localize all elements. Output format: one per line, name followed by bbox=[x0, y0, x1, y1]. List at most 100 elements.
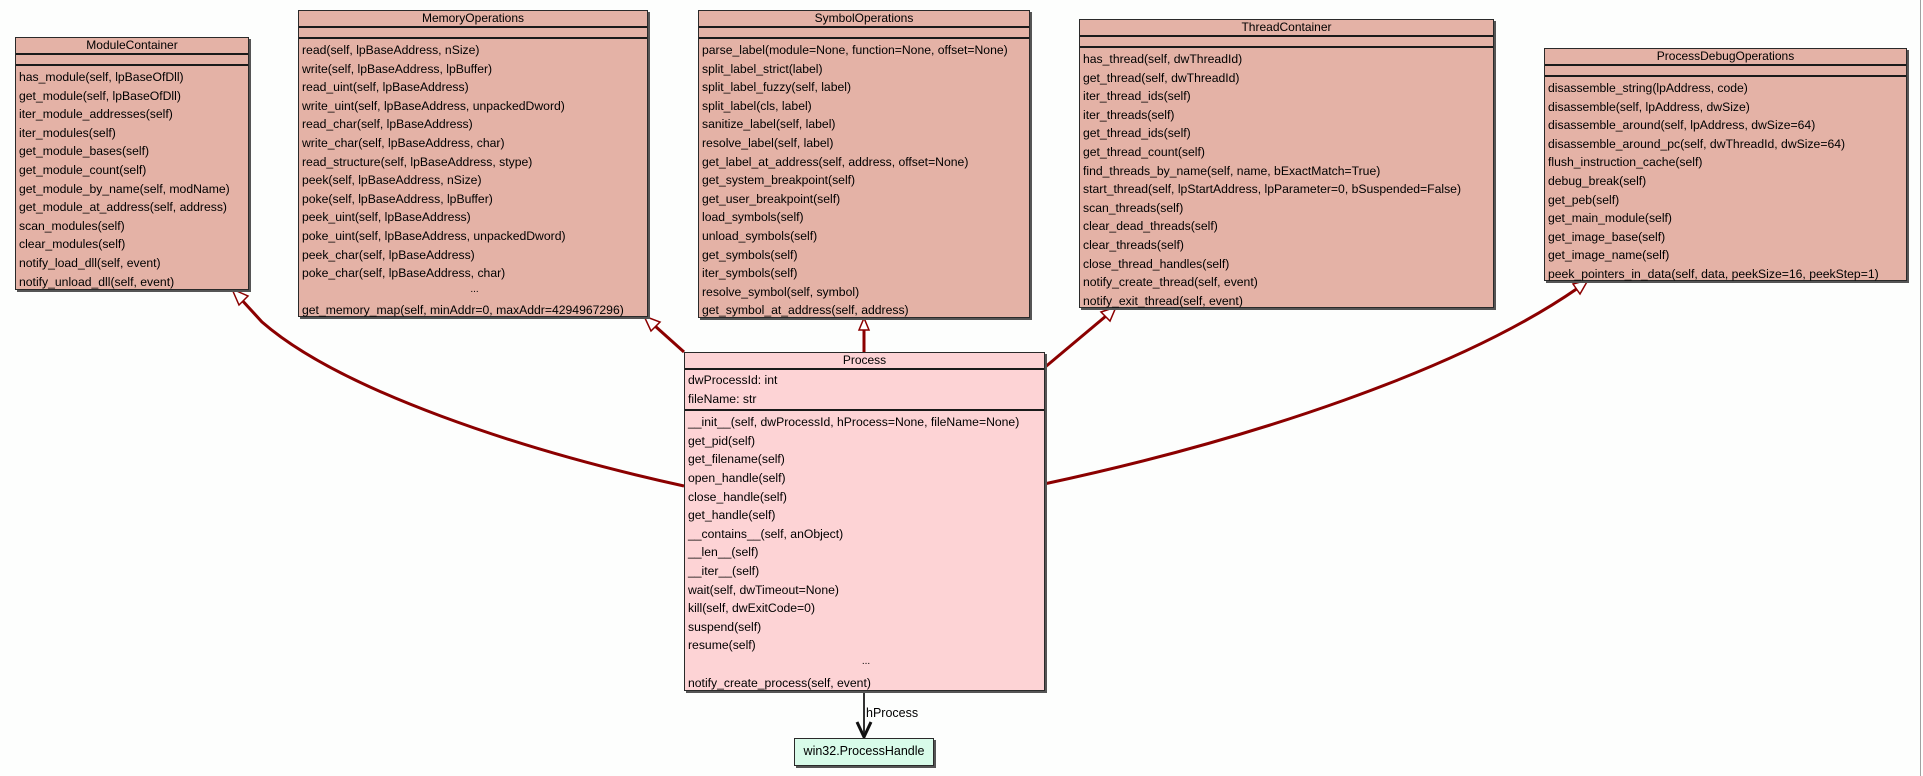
class-method: get_system_breakpoint(self) bbox=[702, 173, 856, 188]
class-method: get_image_name(self) bbox=[1548, 248, 1670, 263]
class-method: notify_unload_dll(self, event) bbox=[19, 274, 175, 289]
class-attributes bbox=[1545, 66, 1906, 77]
class-method: __init__(self, dwProcessId, hProcess=Non… bbox=[688, 415, 1020, 430]
class-method: read_structure(self, lpBaseAddress, styp… bbox=[302, 154, 533, 169]
class-method: get_peb(self) bbox=[1548, 192, 1620, 207]
association-arrowhead-process-handle bbox=[855, 721, 873, 741]
class-method: get_user_breakpoint(self) bbox=[702, 191, 841, 206]
class-method: unload_symbols(self) bbox=[702, 228, 818, 243]
class-method: read(self, lpBaseAddress, nSize) bbox=[302, 43, 480, 57]
class-method: get_thread_ids(self) bbox=[1083, 126, 1191, 141]
more-members-ellipsis: ... bbox=[470, 283, 479, 295]
class-method: read_uint(self, lpBaseAddress) bbox=[302, 80, 469, 95]
class-methods: parse_label(module=None, function=None, … bbox=[699, 39, 1029, 320]
class-method: iter_symbols(self) bbox=[702, 266, 798, 281]
class-method: close_thread_handles(self) bbox=[1083, 256, 1230, 271]
class-method: has_thread(self, dwThreadId) bbox=[1083, 52, 1243, 66]
class-method: flush_instruction_cache(self) bbox=[1548, 155, 1703, 170]
class-method: close_handle(self) bbox=[688, 489, 787, 504]
class-method: peek_pointers_in_data(self, data, peekSi… bbox=[1548, 266, 1879, 281]
class-method: split_label_fuzzy(self, label) bbox=[702, 80, 852, 95]
class-method: get_module_count(self) bbox=[19, 162, 147, 177]
class-method: get_pid(self) bbox=[688, 433, 756, 448]
inheritance-arrowhead-module-container bbox=[230, 287, 250, 307]
class-module-container[interactable]: ModuleContainer has_module(self, lpBaseO… bbox=[15, 37, 249, 290]
class-method: read_char(self, lpBaseAddress) bbox=[302, 117, 473, 132]
class-attributes bbox=[299, 28, 647, 39]
class-method: write_char(self, lpBaseAddress, char) bbox=[302, 135, 505, 150]
class-methods: has_module(self, lpBaseOfDll)get_module(… bbox=[16, 66, 248, 291]
inheritance-line-thread-container bbox=[1043, 314, 1107, 370]
class-method: notify_create_thread(self, event) bbox=[1083, 275, 1258, 290]
class-methods: __init__(self, dwProcessId, hProcess=Non… bbox=[685, 411, 1044, 692]
class-process-handle[interactable]: win32.ProcessHandle bbox=[794, 738, 934, 766]
inheritance-line-memory-operations bbox=[653, 324, 686, 354]
association-label-hprocess: hProcess bbox=[866, 706, 919, 720]
class-method: get_module_bases(self) bbox=[19, 144, 150, 159]
class-method: debug_break(self) bbox=[1548, 173, 1647, 188]
class-method: get_main_module(self) bbox=[1548, 211, 1672, 226]
class-attributes bbox=[16, 55, 248, 66]
class-method: iter_thread_ids(self) bbox=[1083, 89, 1191, 104]
class-method: get_thread(self, dwThreadId) bbox=[1083, 70, 1240, 85]
class-attributes bbox=[1080, 37, 1493, 48]
class-method: peek(self, lpBaseAddress, nSize) bbox=[302, 173, 482, 188]
class-method: notify_create_process(self, event) bbox=[688, 675, 871, 690]
more-members-ellipsis: ... bbox=[861, 655, 871, 667]
class-method: get_symbols(self) bbox=[702, 247, 798, 262]
class-method: get_filename(self) bbox=[688, 452, 785, 467]
class-method: peek_uint(self, lpBaseAddress) bbox=[302, 210, 471, 225]
inheritance-line-process-debug-operations bbox=[1043, 286, 1579, 486]
class-method: write_uint(self, lpBaseAddress, unpacked… bbox=[302, 98, 565, 113]
class-method: get_memory_map(self, minAddr=0, maxAddr=… bbox=[302, 303, 624, 318]
class-method: open_handle(self) bbox=[688, 470, 786, 485]
class-method: find_threads_by_name(self, name, bExactM… bbox=[1083, 163, 1381, 178]
class-method: clear_dead_threads(self) bbox=[1083, 219, 1218, 234]
class-method: split_label_strict(label) bbox=[702, 61, 823, 76]
class-method: resolve_label(self, label) bbox=[702, 135, 834, 150]
class-process-debug-operations[interactable]: ProcessDebugOperations disassemble_strin… bbox=[1544, 48, 1907, 281]
class-method: __len__(self) bbox=[688, 545, 759, 560]
class-method: get_image_base(self) bbox=[1548, 229, 1666, 244]
class-memory-operations[interactable]: MemoryOperations read(self, lpBaseAddres… bbox=[298, 10, 648, 317]
class-method: kill(self, dwExitCode=0) bbox=[688, 601, 815, 616]
class-method: disassemble_around_pc(self, dwThreadId, … bbox=[1548, 136, 1846, 151]
class-method: start_thread(self, lpStartAddress, lpPar… bbox=[1083, 182, 1462, 197]
class-method: wait(self, dwTimeout=None) bbox=[688, 582, 839, 597]
scrollbar-edge bbox=[1920, 0, 1921, 776]
class-symbol-operations[interactable]: SymbolOperations parse_label(module=None… bbox=[698, 10, 1030, 318]
class-method: iter_threads(self) bbox=[1083, 107, 1175, 122]
class-method: sanitize_label(self, label) bbox=[702, 117, 836, 132]
class-method: clear_threads(self) bbox=[1083, 237, 1184, 252]
class-method: load_symbols(self) bbox=[702, 210, 804, 225]
class-method: iter_module_addresses(self) bbox=[19, 107, 173, 122]
class-title: Process bbox=[685, 353, 1044, 370]
class-title: ProcessDebugOperations bbox=[1545, 49, 1906, 66]
class-method: peek_char(self, lpBaseAddress) bbox=[302, 247, 475, 262]
class-method: get_module_by_name(self, modName) bbox=[19, 181, 230, 196]
class-method: notify_exit_thread(self, event) bbox=[1083, 293, 1243, 308]
class-method: disassemble(self, lpAddress, dwSize) bbox=[1548, 99, 1750, 114]
class-method: __contains__(self, anObject) bbox=[688, 526, 844, 541]
class-method: parse_label(module=None, function=None, … bbox=[702, 43, 1008, 57]
class-thread-container[interactable]: ThreadContainer has_thread(self, dwThrea… bbox=[1079, 19, 1494, 308]
class-method: __iter__(self) bbox=[688, 563, 760, 578]
class-method: resume(self) bbox=[688, 638, 756, 653]
class-title: SymbolOperations bbox=[699, 11, 1029, 28]
class-method: notify_load_dll(self, event) bbox=[19, 255, 161, 270]
class-method: get_symbol_at_address(self, address) bbox=[702, 303, 909, 318]
class-method: get_module(self, lpBaseOfDll) bbox=[19, 88, 181, 103]
class-method: resolve_symbol(self, symbol) bbox=[702, 284, 860, 299]
class-method: iter_modules(self) bbox=[19, 125, 116, 140]
class-attributes bbox=[699, 28, 1029, 39]
class-method: disassemble_around(self, lpAddress, dwSi… bbox=[1548, 118, 1816, 133]
class-method: split_label(cls, label) bbox=[702, 98, 812, 113]
class-method: write(self, lpBaseAddress, lpBuffer) bbox=[302, 61, 493, 76]
class-method: suspend(self) bbox=[688, 619, 762, 634]
class-method: poke_char(self, lpBaseAddress, char) bbox=[302, 266, 506, 281]
class-methods: disassemble_string(lpAddress, code)disas… bbox=[1545, 77, 1906, 284]
class-title: ModuleContainer bbox=[16, 38, 248, 55]
class-method: get_module_at_address(self, address) bbox=[19, 200, 227, 215]
